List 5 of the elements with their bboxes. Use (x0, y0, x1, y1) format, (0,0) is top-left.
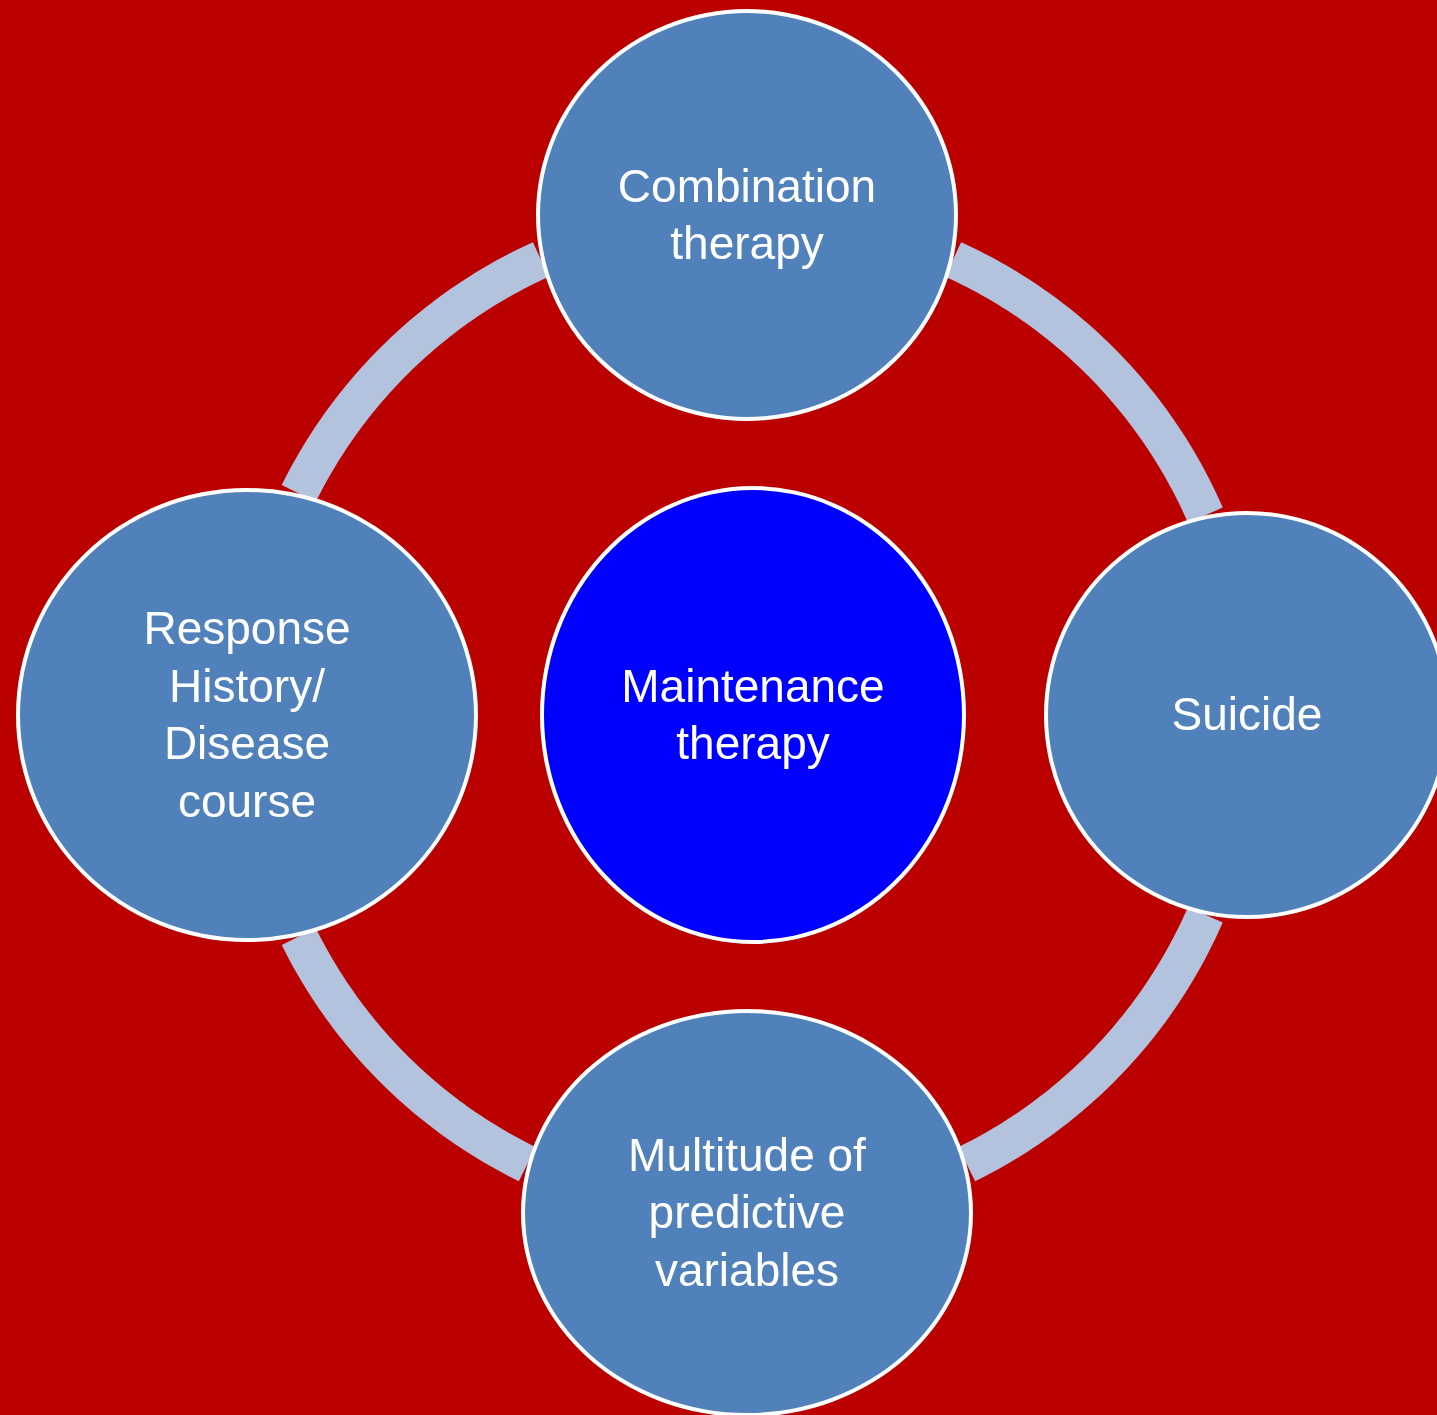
circle-label: Suicide (1171, 687, 1323, 743)
circle-label: Multitude of predictive variables (627, 1127, 867, 1298)
circle-label: Maintenance therapy (620, 658, 886, 771)
circle-label: Combination therapy (616, 158, 878, 271)
circle-label: Response History/ Disease course (142, 601, 352, 829)
